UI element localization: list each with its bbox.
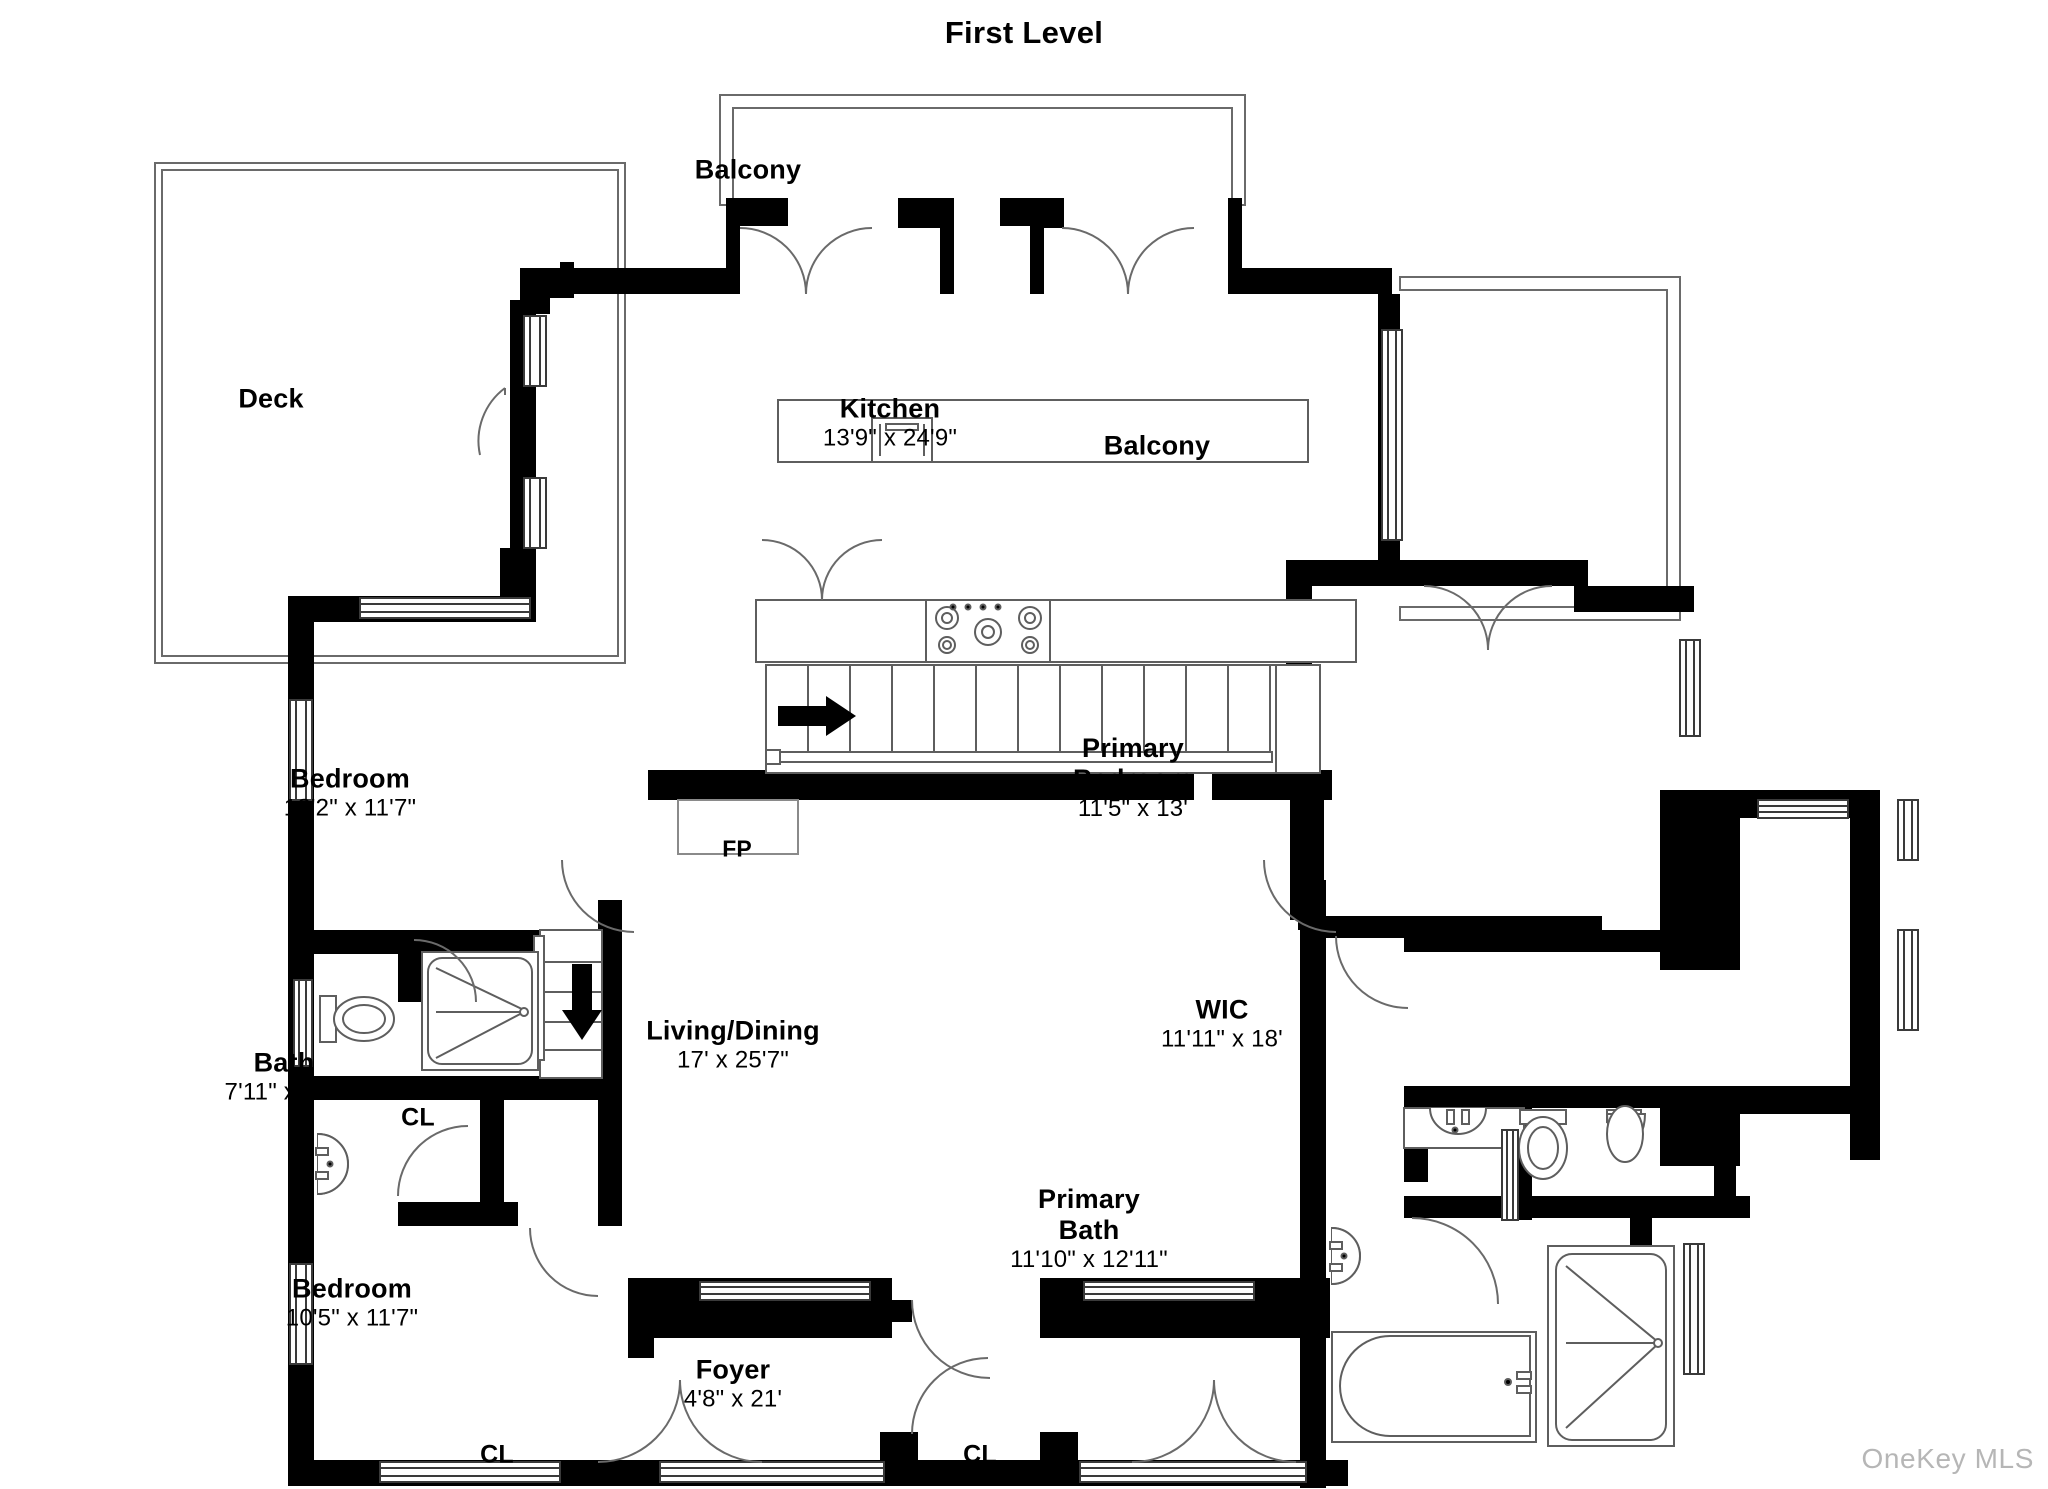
- plan-geometry: [154, 94, 1919, 1488]
- kitchen-island: [777, 399, 1309, 463]
- door-swings: [397, 227, 1553, 1463]
- main-staircase: [765, 664, 1321, 774]
- sink-left-bath: [315, 1132, 349, 1196]
- balcony-right-outline: [1399, 276, 1681, 621]
- shower-stall-left: [421, 951, 539, 1071]
- fireplace-label: FP: [722, 835, 752, 862]
- interior-thin-lines: [315, 399, 1675, 1447]
- fireplace-box: [677, 799, 799, 855]
- page-title: First Level: [944, 15, 1104, 50]
- primary-bath-fixtures: [1329, 1105, 1675, 1447]
- windows: [289, 315, 1919, 1483]
- stair-arrows: [562, 696, 856, 1040]
- balcony-top-outline: [719, 94, 1246, 206]
- mls-watermark: OneKey MLS: [1861, 1443, 2034, 1474]
- toilet-left-bath: [319, 995, 395, 1043]
- second-stair-arrow-down: [562, 964, 602, 1040]
- main-stair-arrow-right: [778, 696, 856, 736]
- deck-outline: [154, 162, 626, 664]
